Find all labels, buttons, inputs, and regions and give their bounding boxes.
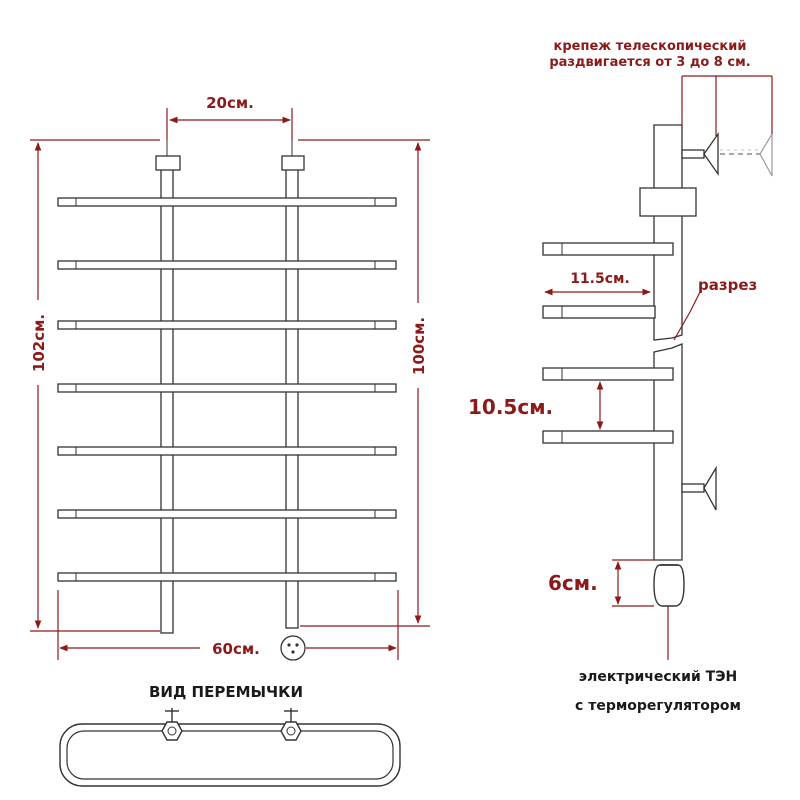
upper-wall-mount-icon — [681, 131, 773, 177]
lower-wall-mount-icon — [681, 465, 717, 511]
total-height-label: 102см. — [30, 314, 48, 372]
heating-element-icon — [653, 564, 685, 660]
right-top-fitting — [281, 155, 305, 171]
side-post-lower — [653, 343, 683, 561]
left-vertical-tube — [160, 167, 174, 634]
cut-pointer-line — [673, 291, 701, 341]
left-top-fitting — [155, 155, 181, 171]
heater-caption-line2: с терморегулятором — [575, 698, 741, 714]
horizontal-bars — [57, 197, 397, 582]
width-label: 60см. — [212, 640, 260, 658]
right-vertical-tube — [285, 167, 299, 629]
heater-caption-line1: электрический ТЭН — [579, 669, 737, 685]
jumper-left-nut-icon — [161, 708, 183, 741]
spacing-label: 20см. — [206, 94, 254, 112]
crossbar — [57, 320, 397, 330]
inner-height-label: 100см. — [410, 317, 428, 375]
bottom-connector-icon — [280, 635, 306, 661]
front-view: 20см. 102см. 100см. 60см. — [28, 94, 430, 661]
crossbar — [57, 197, 397, 207]
jumper-view: ВИД ПЕРЕМЫЧКИ — [59, 683, 401, 787]
bar-gap-label: 10.5см. — [468, 395, 553, 419]
jumper-loop-outer — [59, 723, 401, 787]
side-clamp — [639, 187, 697, 217]
telescopic-mount-label-line1: крепеж телескопический — [554, 39, 747, 54]
crossbar — [57, 572, 397, 582]
jumper-title: ВИД ПЕРЕМЫЧКИ — [149, 683, 303, 701]
jumper-loop-inner — [66, 730, 394, 780]
side-bar — [542, 430, 674, 444]
jumper-right-nut-icon — [280, 708, 302, 741]
crossbar — [57, 509, 397, 519]
crossbar — [57, 260, 397, 270]
crossbar — [57, 383, 397, 393]
side-post-upper — [653, 124, 683, 341]
side-bar — [542, 367, 674, 381]
side-bar — [542, 305, 656, 319]
telescopic-mount-label-line2: раздвигается от 3 до 8 см. — [549, 55, 750, 70]
side-bar — [542, 242, 674, 256]
side-view: крепеж телескопический раздвигается от 3… — [468, 39, 773, 714]
bar-depth-label: 11.5см. — [570, 271, 630, 287]
crossbar — [57, 446, 397, 456]
heater-length-label: 6см. — [548, 571, 598, 595]
cut-label: разрез — [698, 276, 757, 294]
